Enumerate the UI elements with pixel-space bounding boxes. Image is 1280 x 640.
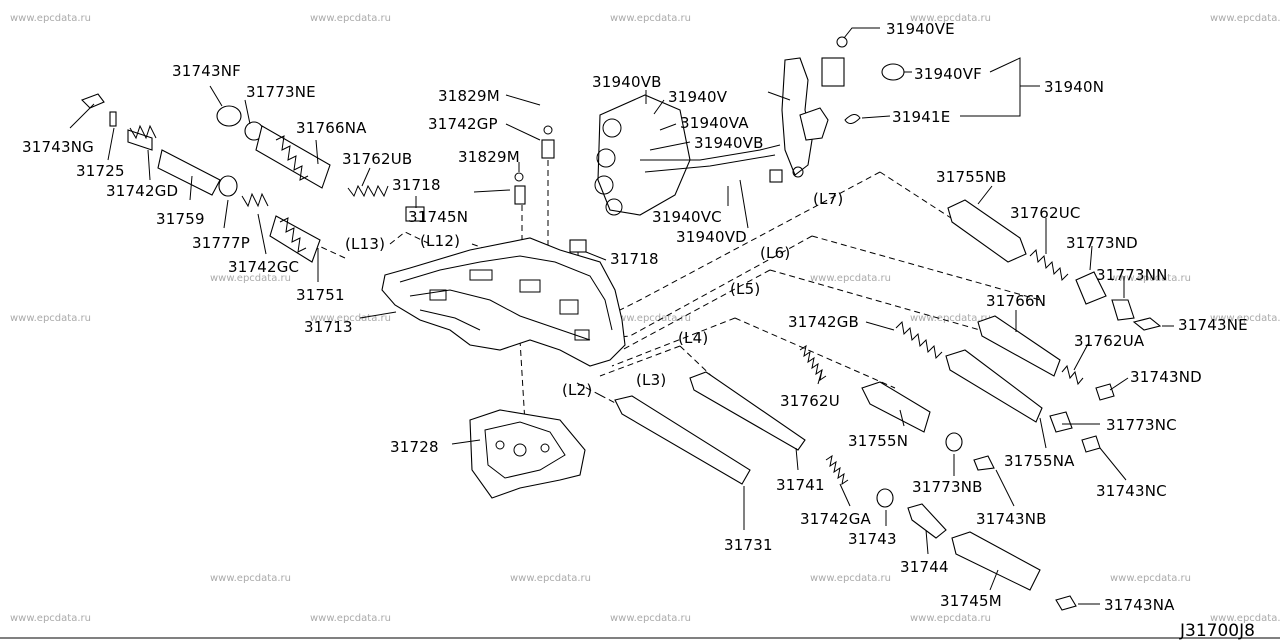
part-label: 31755NB xyxy=(936,168,1007,186)
line-label-l13: (L13) xyxy=(345,235,385,253)
part-label: 31762UB xyxy=(342,150,412,168)
part-label: 31743NE xyxy=(1178,316,1248,334)
part-label: 31745N xyxy=(408,208,468,226)
watermark: www.epcdata.ru xyxy=(810,273,891,284)
diagram-code: J31700J8 xyxy=(1179,621,1255,640)
part-label: 31728 xyxy=(390,438,439,456)
part-label: 31731 xyxy=(724,536,773,554)
part-label: 31940VE xyxy=(886,20,955,38)
watermark: www.epcdata.ru xyxy=(1110,573,1191,584)
part-label: 31829M xyxy=(458,148,520,166)
watermark: www.epcdata.ru xyxy=(910,313,991,324)
watermark: www.epcdata.ru xyxy=(10,613,91,624)
line-label-l12: (L12) xyxy=(420,232,460,250)
solenoid-valve-shape xyxy=(767,36,905,183)
part-label: 31762UA xyxy=(1074,332,1145,350)
part-label: 31940N xyxy=(1044,78,1104,96)
part-label: 31773NC xyxy=(1106,416,1177,434)
part-label: 31773NN xyxy=(1096,266,1168,284)
watermark: www.epcdata.ru xyxy=(310,613,391,624)
part-label: 31940VC xyxy=(652,208,722,226)
watermark: www.epcdata.ru xyxy=(1210,13,1280,24)
part-number-labels: 31940VE 31940VF 31940N 31941E 31940VB 31… xyxy=(22,20,1248,614)
part-label: 31742GB xyxy=(788,313,859,331)
part-label: 31742GD xyxy=(106,182,178,200)
watermark: www.epcdata.ru xyxy=(10,313,91,324)
part-label: 31743NB xyxy=(976,510,1047,528)
left-valve-group xyxy=(81,93,587,263)
line-label-l5: (L5) xyxy=(730,280,760,298)
part-label: 31743NC xyxy=(1096,482,1167,500)
watermark: www.epcdata.ru xyxy=(1210,313,1280,324)
part-label: 31773ND xyxy=(1066,234,1138,252)
right-valve-group xyxy=(614,199,1162,611)
watermark: www.epcdata.ru xyxy=(310,313,391,324)
watermark: www.epcdata.ru xyxy=(610,613,691,624)
watermark: www.epcdata.ru xyxy=(10,13,91,24)
part-label: 31762U xyxy=(780,392,840,410)
part-label: 31743NA xyxy=(1104,596,1175,614)
part-label: 31743ND xyxy=(1130,368,1202,386)
leader-lines xyxy=(69,27,1174,605)
watermark: www.epcdata.ru xyxy=(210,573,291,584)
part-label: 31743NG xyxy=(22,138,94,156)
watermark: www.epcdata.ru xyxy=(310,13,391,24)
part-label: 31745M xyxy=(940,592,1002,610)
separator-plate-shape xyxy=(469,409,586,499)
watermark: www.epcdata.ru xyxy=(610,13,691,24)
line-label-l2: (L2) xyxy=(562,381,592,399)
part-label: 31773NE xyxy=(246,83,316,101)
part-label: 31940VB xyxy=(592,73,662,91)
watermark: www.epcdata.ru xyxy=(810,573,891,584)
watermark: www.epcdata.ru xyxy=(210,273,291,284)
part-label: 31725 xyxy=(76,162,125,180)
part-label: 31940VB xyxy=(694,134,764,152)
line-labels: (L7) (L6) (L5) (L4) (L3) (L2) (L13) (L12… xyxy=(345,190,843,399)
part-label: 31766N xyxy=(986,292,1046,310)
part-label: 31741 xyxy=(776,476,825,494)
watermark: www.epcdata.ru xyxy=(910,613,991,624)
part-label: 31742GC xyxy=(228,258,299,276)
line-label-l7: (L7) xyxy=(813,190,843,208)
part-label: 31742GP xyxy=(428,115,498,133)
part-label: 31742GA xyxy=(800,510,872,528)
solenoid-assembly-shape xyxy=(594,94,781,216)
line-label-l3: (L3) xyxy=(636,371,666,389)
part-label: 31755N xyxy=(848,432,908,450)
watermark: www.epcdata.ru xyxy=(510,573,591,584)
part-label: 31940VD xyxy=(676,228,747,246)
part-label: 31743 xyxy=(848,530,897,548)
watermark: www.epcdata.ru xyxy=(910,13,991,24)
line-label-l4: (L4) xyxy=(678,329,708,347)
part-label: 31759 xyxy=(156,210,205,228)
part-label: 31773NB xyxy=(912,478,983,496)
watermark: www.epcdata.ru xyxy=(1110,273,1191,284)
part-label: 31718 xyxy=(392,176,441,194)
part-label: 31940VF xyxy=(914,65,982,83)
part-label: 31713 xyxy=(304,318,353,336)
part-label: 31766NA xyxy=(296,119,367,137)
watermark: www.epcdata.ru xyxy=(1210,613,1280,624)
part-label: 31940V xyxy=(668,88,728,106)
part-label: 31940VA xyxy=(680,114,749,132)
part-label: 31777P xyxy=(192,234,250,252)
line-label-l6: (L6) xyxy=(760,244,790,262)
part-label: 31743NF xyxy=(172,62,241,80)
part-label: 31718 xyxy=(610,250,659,268)
part-label: 31755NA xyxy=(1004,452,1075,470)
control-valve-body-shape xyxy=(381,237,626,367)
part-label: 31762UC xyxy=(1010,204,1081,222)
part-label: 31829M xyxy=(438,87,500,105)
watermark: www.epcdata.ru xyxy=(610,313,691,324)
part-label: 31751 xyxy=(296,286,345,304)
part-label: 31941E xyxy=(892,108,950,126)
part-label: 31744 xyxy=(900,558,949,576)
